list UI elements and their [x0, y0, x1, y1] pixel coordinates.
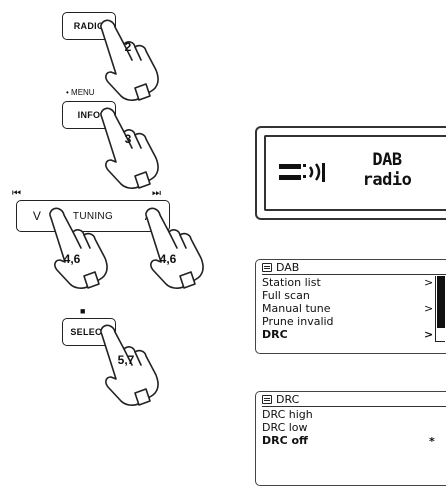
menu-item-manual-tune[interactable]: Manual tune — [262, 302, 331, 315]
display-dab-radio: DAB radio — [255, 126, 446, 220]
selected-marker: * — [429, 435, 435, 448]
display-dab-menu: DAB Station list > Full scan Manual tune… — [255, 259, 446, 354]
menu-item-full-scan[interactable]: Full scan — [262, 289, 310, 302]
scrollbar[interactable] — [435, 276, 445, 342]
display-line-2: radio — [352, 170, 422, 190]
menu-header: DAB — [262, 261, 446, 275]
radio-signal-icon — [279, 160, 329, 186]
scrollbar-thumb[interactable] — [437, 276, 445, 328]
menu-item-drc-low[interactable]: DRC low — [262, 421, 308, 434]
display-line-1: DAB — [352, 150, 422, 170]
submenu-arrow: > — [424, 276, 433, 289]
step-number-select: 5,7 — [111, 353, 141, 367]
menu-item-drc-high[interactable]: DRC high — [262, 408, 313, 421]
menu-item-drc-off[interactable]: DRC off — [262, 434, 308, 447]
menu-item-station-list[interactable]: Station list — [262, 276, 321, 289]
menu-icon — [262, 395, 272, 404]
menu-icon — [262, 263, 272, 272]
submenu-arrow: > — [424, 302, 433, 315]
submenu-arrow: > — [424, 328, 433, 341]
menu-title: DRC — [276, 393, 299, 406]
display-drc-menu: DRC DRC high DRC low DRC off * — [255, 391, 446, 486]
menu-title: DAB — [276, 261, 299, 274]
menu-item-drc[interactable]: DRC — [262, 328, 288, 341]
menu-item-prune-invalid[interactable]: Prune invalid — [262, 315, 334, 328]
menu-header: DRC — [262, 393, 446, 407]
